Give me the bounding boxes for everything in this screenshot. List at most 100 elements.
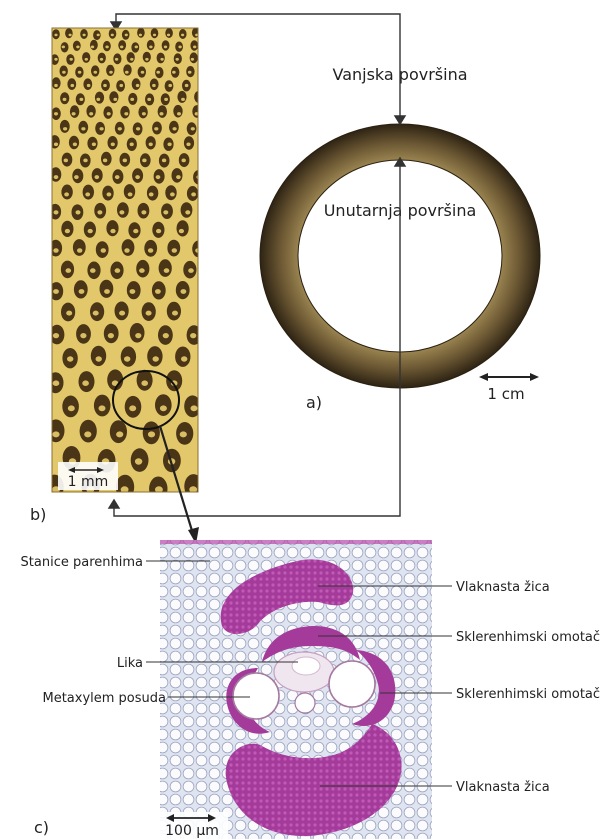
bundle-pore-highlight xyxy=(103,84,107,87)
bundle-pore-highlight xyxy=(146,311,152,316)
bundle-pore-highlight xyxy=(135,458,142,464)
bundle-pore-highlight xyxy=(91,46,94,49)
bundle-pore xyxy=(73,41,81,51)
bundle-pore-highlight xyxy=(172,311,178,316)
bundle-pore xyxy=(130,323,145,343)
bundle-pore-highlight xyxy=(188,268,194,273)
bundle-pore xyxy=(86,105,95,118)
bundle-pore xyxy=(70,105,79,118)
bundle-pore-highlight xyxy=(115,175,120,179)
bundle-pore-highlight xyxy=(97,34,100,37)
bundle-pore xyxy=(50,135,60,148)
bundle-pore-highlight xyxy=(82,380,89,386)
bundle-pore-highlight xyxy=(188,71,192,74)
bundle-pore-highlight xyxy=(111,34,114,37)
bundle-pore xyxy=(192,105,201,118)
bundle-pore-highlight xyxy=(172,248,177,253)
bundle-pore xyxy=(158,105,167,118)
bundle-pore xyxy=(124,184,135,199)
bundle-pore-highlight xyxy=(141,71,145,74)
bundle-pore-highlight xyxy=(89,112,93,115)
bundle-pore-highlight xyxy=(110,229,115,233)
bundle-pore-highlight xyxy=(154,127,158,130)
metaxylem-vessel-left xyxy=(233,673,279,719)
bundle-pore-highlight xyxy=(148,431,155,437)
bundle-pore xyxy=(165,28,173,38)
bundle-pore-highlight xyxy=(135,46,138,49)
bundle-pore-highlight xyxy=(104,289,110,294)
bundle-pore-highlight xyxy=(76,210,81,214)
bundle-pore-highlight xyxy=(141,380,148,386)
bundle-pore-highlight xyxy=(65,229,70,233)
bundle-pore-highlight xyxy=(96,356,102,361)
bundle-pore-highlight xyxy=(101,248,106,253)
bundle-pore-highlight xyxy=(83,159,87,163)
bundle-pore-highlight xyxy=(164,268,170,273)
bundle-pore-highlight xyxy=(191,192,196,196)
bundle-pore-highlight xyxy=(142,112,146,115)
bundle-pore xyxy=(82,52,90,63)
bundle-pore-highlight xyxy=(74,175,79,179)
bundle-pore-highlight xyxy=(96,98,100,101)
bundle-pore-highlight xyxy=(123,159,127,163)
bundle-pore-highlight xyxy=(119,210,124,214)
bundle-pore-highlight xyxy=(53,289,59,294)
bundle-pore-highlight xyxy=(136,84,140,87)
bundle-pore-highlight xyxy=(68,405,75,411)
bundle-pore xyxy=(155,394,172,416)
bundle-pore-highlight xyxy=(147,98,151,101)
panel-c-label: c) xyxy=(34,818,49,837)
bundle-pore-highlight xyxy=(64,192,69,196)
vascular-bundle-micrograph xyxy=(160,540,432,839)
bundle-pore xyxy=(100,280,114,298)
bundle-pore-highlight xyxy=(120,46,123,49)
bundle-pore-highlight xyxy=(139,34,142,37)
bundle-pore xyxy=(190,52,198,63)
bundle-pore-highlight xyxy=(149,192,154,196)
bundle-pore-highlight xyxy=(149,143,153,147)
bundle-pore xyxy=(194,91,203,103)
bundle-pore-highlight xyxy=(118,127,122,130)
bundle-pore xyxy=(162,40,170,50)
bundle-pore xyxy=(80,420,97,443)
bundle-pore-highlight xyxy=(81,127,85,130)
callout-fiber-strand-bottom: Vlaknasta žica xyxy=(456,780,550,795)
bundle-pore xyxy=(60,120,70,133)
bundle-pore-highlight xyxy=(139,268,145,273)
metaxylem-vessel-right xyxy=(329,661,375,707)
bundle-pore-highlight xyxy=(198,98,202,101)
protoxylem-vessel xyxy=(295,693,315,713)
micro-top-band xyxy=(160,540,432,544)
phloem-inner xyxy=(292,657,320,675)
bundle-pore-highlight xyxy=(181,356,187,361)
bundle-pore-highlight xyxy=(97,210,102,214)
bundle-pore-highlight xyxy=(87,84,91,87)
bundle-pore-highlight xyxy=(130,98,134,101)
bundle-pore xyxy=(165,185,176,200)
bundle-pore-highlight xyxy=(162,159,166,163)
bundle-pore-highlight xyxy=(177,112,181,115)
bundle-pore-highlight xyxy=(156,175,161,179)
bundle-pore-highlight xyxy=(92,143,96,147)
bundle-pore-highlight xyxy=(135,175,140,179)
bundle-pore xyxy=(137,28,145,38)
bundle-pore-highlight xyxy=(76,46,79,49)
bundle-pore-highlight xyxy=(168,84,172,87)
bundle-pore xyxy=(159,259,172,277)
bundle-pore-highlight xyxy=(85,58,88,61)
bundle-pore-highlight xyxy=(153,356,159,361)
bundle-pore-highlight xyxy=(168,143,172,147)
bundle-pore-highlight xyxy=(100,127,104,130)
bundle-pore-highlight xyxy=(77,248,82,253)
bundle-pore xyxy=(192,241,205,258)
bundle-pore xyxy=(65,28,73,38)
bundle-pore-highlight xyxy=(79,289,85,294)
bundle-pore xyxy=(52,77,61,89)
bundle-pore-highlight xyxy=(54,84,58,87)
bundle-pore xyxy=(61,185,72,200)
callout-sclerenchyma-sheath-right: Sklerenhimski omotač xyxy=(456,687,600,702)
bundle-pore xyxy=(181,202,193,218)
bundle-pore xyxy=(118,40,126,50)
bundle-pore xyxy=(83,185,94,200)
